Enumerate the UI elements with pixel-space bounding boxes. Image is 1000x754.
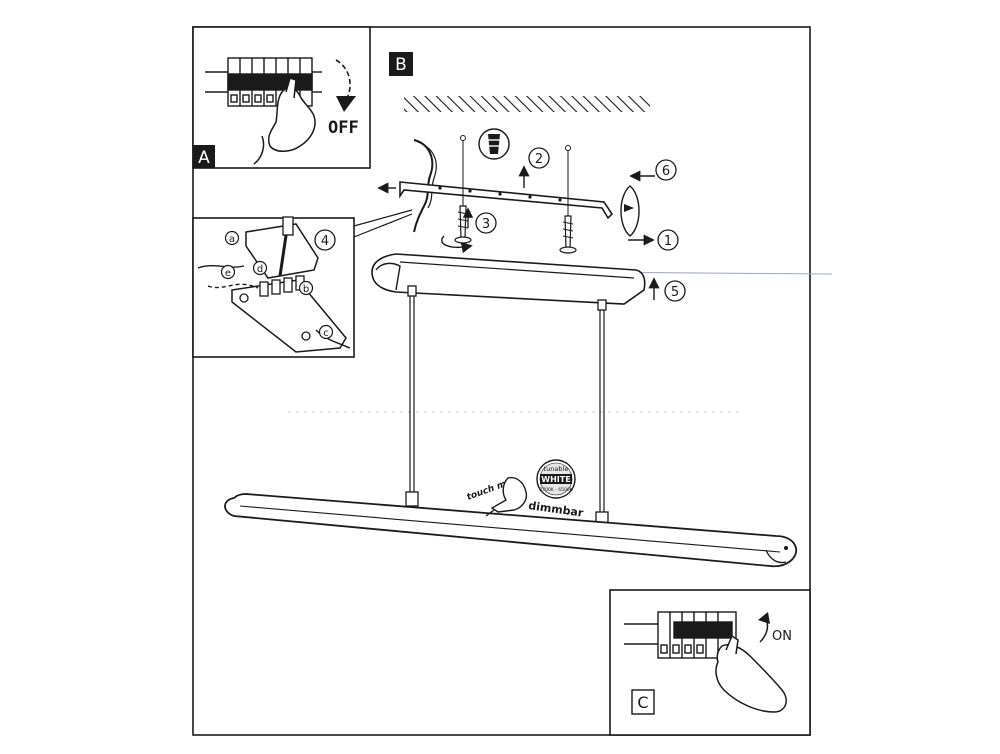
panel-b-label: B bbox=[395, 55, 407, 75]
step-4-badge: 4 bbox=[314, 229, 336, 251]
cuff-icon bbox=[253, 135, 265, 165]
tunable-white-badge: tunable WHITE 2700K - 6500K bbox=[536, 459, 576, 499]
svg-text:5: 5 bbox=[671, 285, 679, 300]
svg-text:e: e bbox=[225, 268, 231, 279]
svg-text:3: 3 bbox=[482, 217, 490, 232]
panel-c-label: C bbox=[637, 693, 648, 712]
bracket-bar-icon bbox=[399, 181, 614, 220]
wiring-letter-d: d bbox=[252, 260, 268, 276]
panel-wiring: a b c d e 4 bbox=[192, 209, 413, 358]
svg-text:1: 1 bbox=[664, 234, 672, 249]
end-cap-icon bbox=[620, 185, 640, 237]
suspension-cable bbox=[595, 299, 609, 527]
drill-point-icon bbox=[460, 135, 466, 141]
svg-text:c: c bbox=[323, 328, 329, 339]
svg-text:4: 4 bbox=[321, 234, 329, 249]
svg-text:2: 2 bbox=[535, 152, 543, 167]
svg-text:b: b bbox=[303, 284, 309, 295]
dowel-icon bbox=[478, 128, 510, 160]
svg-text:a: a bbox=[229, 234, 235, 245]
hand-icon bbox=[267, 87, 316, 152]
step-2-badge: 2 bbox=[528, 147, 550, 169]
badge-main-text: WHITE bbox=[541, 475, 570, 484]
mounting-bracket bbox=[377, 139, 614, 233]
switch-on-label: ON bbox=[772, 629, 792, 644]
svg-text:6: 6 bbox=[662, 164, 670, 179]
panel-c-tab bbox=[631, 689, 655, 715]
step-3-badge: 3 bbox=[475, 212, 497, 234]
hand-icon bbox=[715, 644, 787, 713]
bracket-holes-icon bbox=[438, 186, 562, 202]
wiring-letter-a: a bbox=[224, 230, 240, 246]
panel-b-tab bbox=[389, 52, 413, 76]
switch-off-label: OFF bbox=[328, 118, 359, 138]
finger-icon bbox=[725, 634, 739, 655]
badge-sub-text: 2700K - 6500K bbox=[539, 487, 573, 493]
wire-icon bbox=[207, 283, 259, 289]
finger-icon bbox=[285, 77, 297, 99]
canopy bbox=[371, 253, 646, 305]
wire-icon bbox=[315, 329, 351, 349]
step-5-badge: 5 bbox=[664, 280, 686, 302]
callout-line bbox=[353, 213, 413, 238]
wiring-letter-e: e bbox=[220, 264, 236, 280]
lamp-body bbox=[224, 493, 798, 568]
arrow-head-icon bbox=[758, 612, 770, 624]
panel-c: ON C bbox=[609, 589, 811, 736]
step-1-badge: 1 bbox=[657, 229, 679, 251]
panel-a: OFF A bbox=[192, 26, 371, 169]
arrow-head-icon bbox=[336, 96, 356, 112]
wire-icon bbox=[197, 265, 245, 269]
wiring-letter-c: c bbox=[318, 324, 334, 340]
touch-finger-icon bbox=[485, 509, 495, 517]
touch-control: touch me bbox=[466, 476, 528, 517]
touch-hand-icon bbox=[490, 476, 528, 513]
rotate-arrow-icon bbox=[441, 235, 473, 254]
callout-line bbox=[353, 209, 413, 227]
badge-top-text: tunable bbox=[544, 465, 569, 473]
suspension-cable bbox=[405, 285, 419, 507]
ceiling-icon bbox=[404, 96, 650, 112]
svg-text:d: d bbox=[257, 264, 263, 275]
step-6-badge: 6 bbox=[655, 159, 677, 181]
wiring-letter-b: b bbox=[298, 280, 314, 296]
screwdriver-handle-icon bbox=[282, 216, 294, 236]
panel-a-tab bbox=[193, 145, 215, 168]
panel-a-label: A bbox=[198, 148, 210, 168]
screw-icon bbox=[559, 215, 577, 254]
drill-point-icon bbox=[565, 145, 571, 151]
mains-cable-icon bbox=[417, 141, 437, 209]
main-frame bbox=[192, 26, 811, 736]
